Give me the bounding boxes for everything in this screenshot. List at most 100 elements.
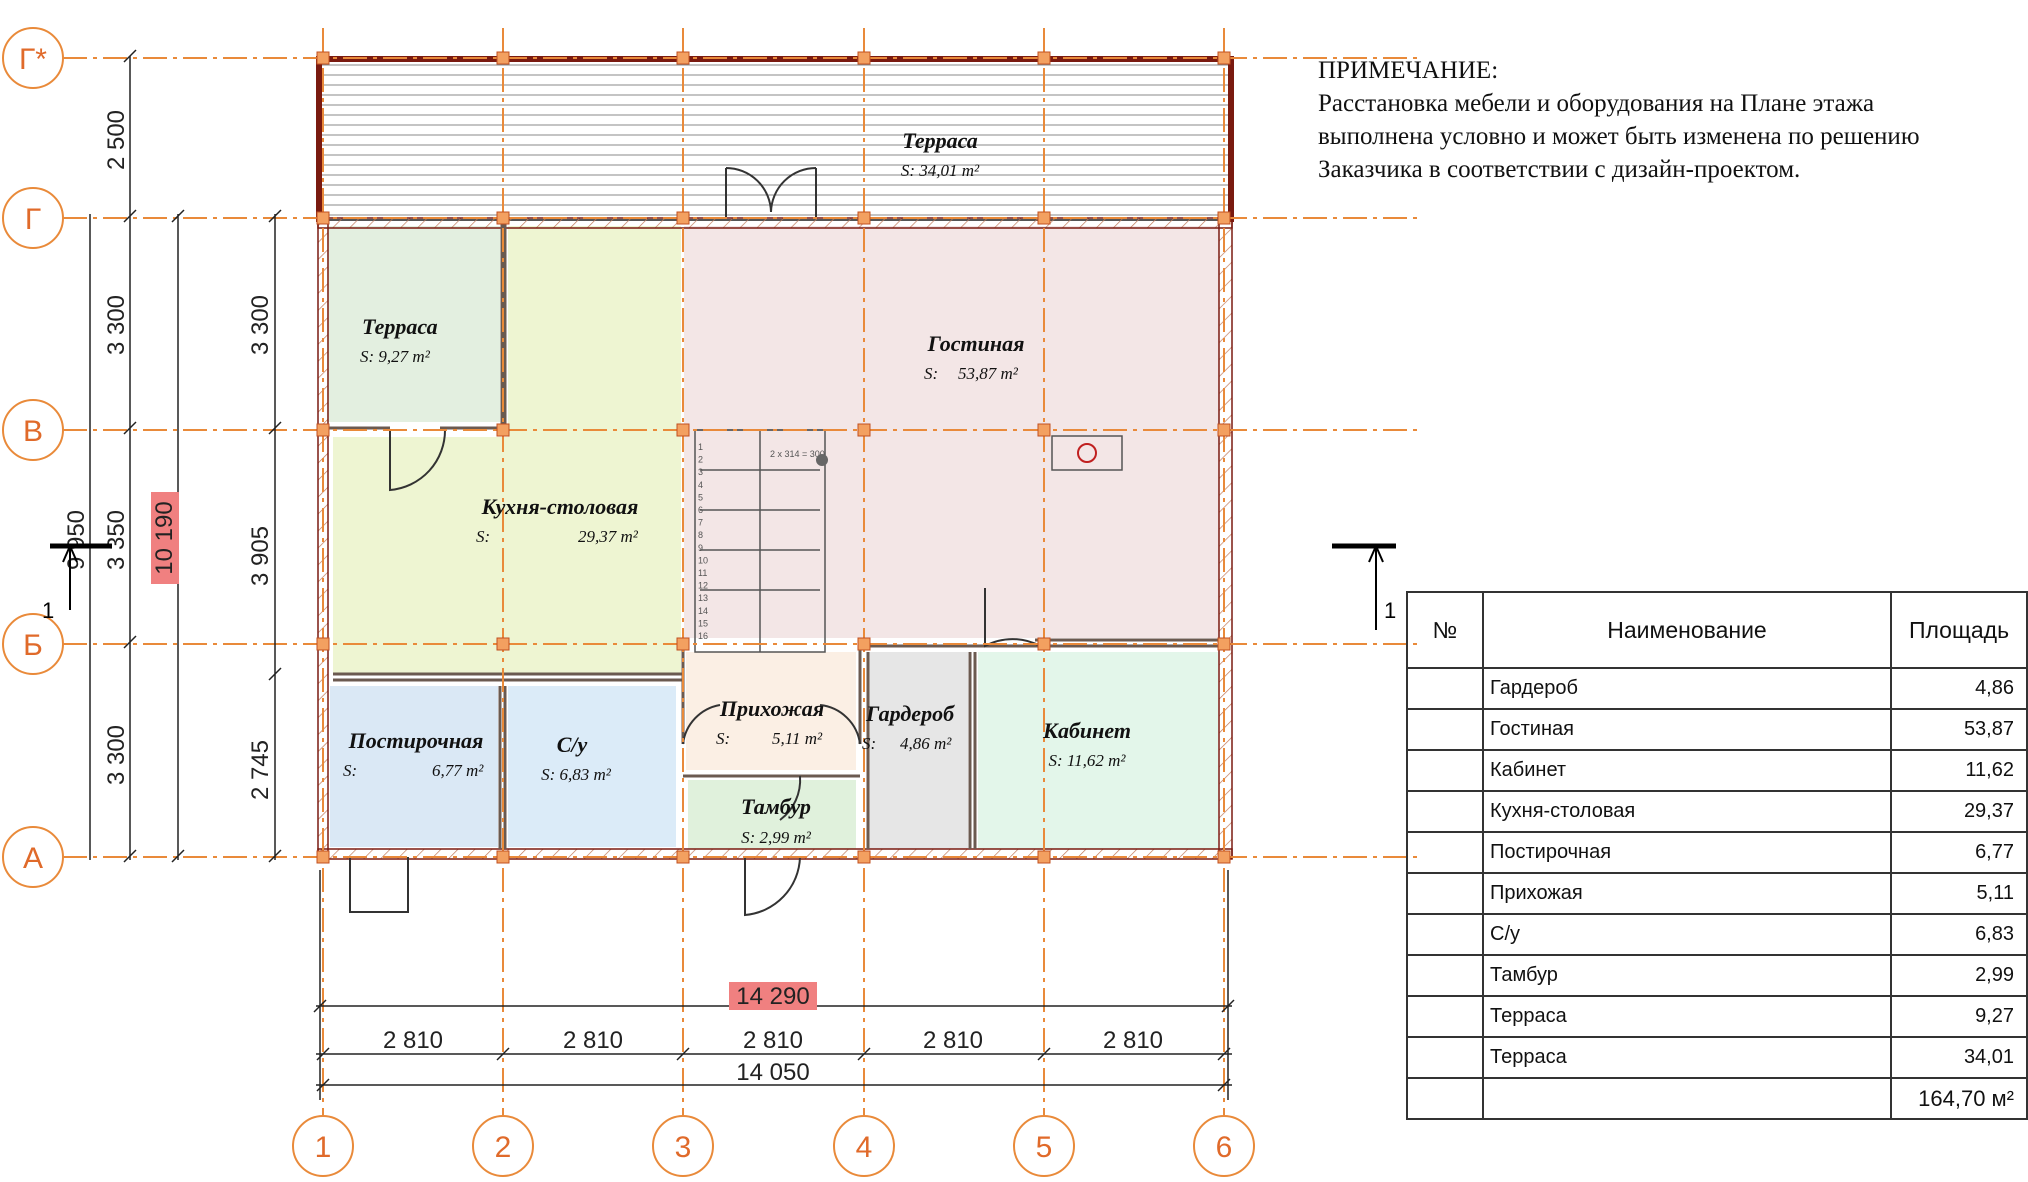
dim-bottom-5: 2 810 [1103, 1027, 1163, 1054]
svg-text:В: В [23, 415, 43, 448]
axis-marker [676, 850, 690, 864]
axis-marker [676, 637, 690, 651]
dim-inner-3: 2 745 [247, 740, 274, 800]
axis-marker [1037, 423, 1051, 437]
stair-step-label: 5 [698, 492, 703, 502]
stair-step-label: 15 [698, 618, 708, 628]
stair-step-label: 3 [698, 467, 703, 477]
room-living-label: S: [924, 364, 938, 383]
stair-step-label: 6 [698, 505, 703, 515]
axis-marker [316, 423, 330, 437]
laundry-fill [330, 686, 498, 847]
axis-marker [496, 850, 510, 864]
axis-marker [676, 51, 690, 65]
svg-text:Б: Б [23, 629, 43, 662]
stair-step-label: 9 [698, 543, 703, 553]
note-block: ПРИМЕЧАНИЕ: Расстановка мебели и оборудо… [1318, 54, 1938, 186]
dim-left-1: 2 500 [103, 110, 130, 170]
axis-marker [1217, 850, 1231, 864]
axis-col-3: 3 [652, 1115, 714, 1177]
axis-row-В: В [2, 399, 64, 461]
room-terrace-top-name: Терраса [902, 128, 978, 153]
dimension-texts: 2 500 3 300 3 350 3 300 3 300 3 905 2 74… [63, 110, 1163, 1086]
axis-col-6: 6 [1193, 1115, 1255, 1177]
svg-text:4: 4 [856, 1131, 873, 1164]
room-terrace-top-area: S: 34,01 m² [901, 161, 980, 180]
dim-inner-2: 3 905 [247, 526, 274, 586]
svg-text:1: 1 [1384, 598, 1396, 623]
terrace-small-fill [327, 226, 500, 422]
svg-text:2: 2 [495, 1131, 512, 1164]
room-kitchen-label: S: [476, 527, 490, 546]
room-wardrobe-name: Гардероб [865, 701, 955, 726]
stair-step-label: 8 [698, 530, 703, 540]
svg-text:А: А [23, 842, 43, 875]
doors [349, 167, 1041, 917]
dim-red-left: 10 190 [151, 501, 178, 574]
svg-text:3: 3 [675, 1131, 692, 1164]
room-wc-area: S: 6,83 m² [541, 765, 612, 784]
room-labels: Терраса S: 34,01 m² Терраса S: 9,27 m² Г… [343, 128, 1131, 847]
cabinet-fill [978, 652, 1218, 849]
note-title: ПРИМЕЧАНИЕ: [1318, 57, 1499, 84]
svg-text:6: 6 [1216, 1131, 1233, 1164]
dim-bottom-2: 2 810 [563, 1027, 623, 1054]
room-fills [319, 59, 1230, 849]
axis-col-1: 1 [292, 1115, 354, 1177]
stair-step-label: 12 [698, 581, 708, 591]
svg-text:1: 1 [42, 598, 54, 623]
axis-marker [1037, 211, 1051, 225]
axis-marker [676, 211, 690, 225]
section-mark-left: 1 [42, 543, 112, 623]
wc-fill [508, 686, 676, 847]
axis-marker [857, 423, 871, 437]
stair-step-label: 4 [698, 480, 703, 490]
room-wardrobe-area: 4,86 m² [900, 734, 952, 753]
header-name: Наименование [1482, 591, 1892, 669]
axis-marker [1037, 850, 1051, 864]
dim-inner-1: 3 300 [247, 295, 274, 355]
total-area: 164,70 м² [1890, 1077, 2028, 1120]
axis-marker [1037, 637, 1051, 651]
hall-fill [686, 652, 856, 770]
axis-marker [1217, 211, 1231, 225]
axis-marker [1037, 51, 1051, 65]
axis-col-2: 2 [472, 1115, 534, 1177]
svg-text:Г*: Г* [19, 43, 47, 76]
dim-bottom-total: 14 050 [736, 1059, 809, 1086]
room-kitchen-name: Кухня-столовая [481, 494, 639, 519]
axis-row-А: А [2, 826, 64, 888]
room-laundry-name: Постирочная [348, 728, 484, 753]
room-vestibule-area: S: 2,99 m² [741, 828, 812, 847]
room-terrace-small-name: Терраса [362, 314, 438, 339]
room-cabinet-area: S: 11,62 m² [1048, 751, 1126, 770]
axis-marker [496, 211, 510, 225]
axis-marker [316, 637, 330, 651]
stair-step-label: 11 [698, 568, 707, 578]
room-terrace-small-area: S: 9,27 m² [360, 347, 431, 366]
room-cabinet-name: Кабинет [1042, 718, 1131, 743]
fireplace [1051, 435, 1123, 471]
section-mark-right: 1 [1332, 543, 1396, 630]
dim-red-left-bg [151, 492, 179, 584]
dim-left-3: 3 350 [103, 510, 130, 570]
dim-red-bottom-bg [729, 982, 817, 1010]
vestibule-fill [688, 780, 856, 849]
axis-marker [316, 211, 330, 225]
axis-marker [316, 850, 330, 864]
svg-text:Г: Г [25, 203, 41, 236]
dim-red-bottom: 14 290 [736, 983, 809, 1010]
axis-marker [676, 423, 690, 437]
walls-inner [328, 222, 1219, 849]
room-vestibule-name: Тамбур [741, 794, 811, 819]
